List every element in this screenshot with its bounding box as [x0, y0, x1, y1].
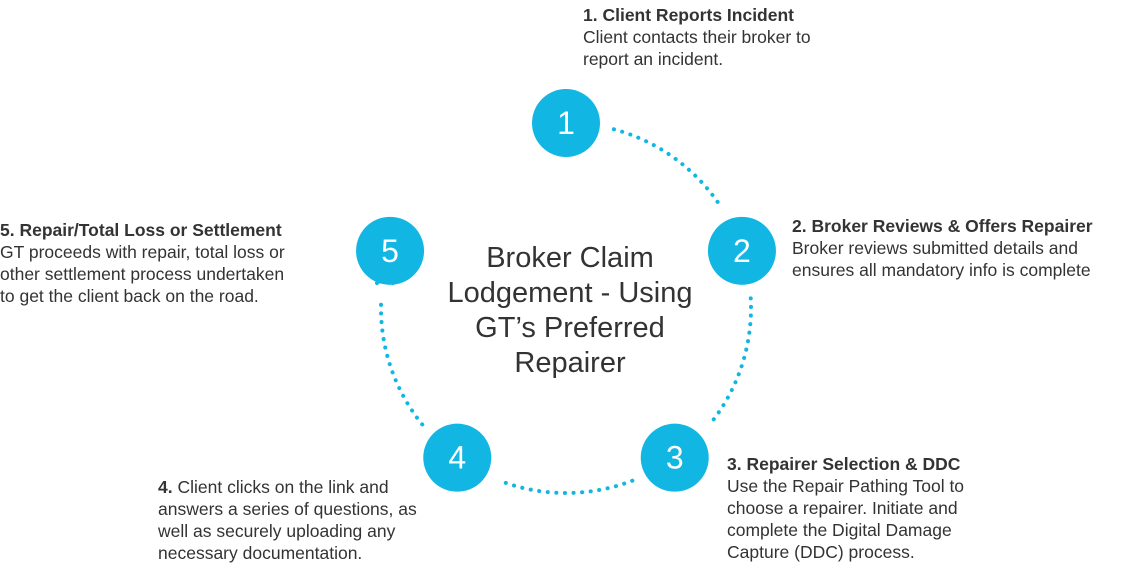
step-3-text: 3. Repairer Selection & DDC Use the Repa… [727, 453, 1017, 563]
step-3-number: 3 [666, 440, 684, 476]
step-2-circle [707, 216, 776, 285]
step-2-title: 2. Broker Reviews & Offers Repairer [792, 216, 1093, 236]
step-1-circle [532, 89, 600, 157]
step-2-text: 2. Broker Reviews & Offers Repairer Brok… [792, 215, 1143, 281]
step-1-description: Client contacts their broker to report a… [583, 27, 811, 69]
step-2-number: 2 [733, 233, 751, 269]
connector-1-to-2 [611, 127, 724, 210]
step-4-description: Client clicks on the link and answers a … [158, 477, 417, 563]
step-4-circle [423, 423, 492, 492]
step-3-description: Use the Repair Pathing Tool to choose a … [727, 476, 965, 562]
step-5-title: 5. Repair/Total Loss or Settlement [0, 220, 282, 240]
step-3-title: 3. Repairer Selection & DDC [727, 454, 961, 474]
step-5-circle [356, 216, 425, 285]
connector-4-to-5 [379, 296, 425, 427]
step-4-text: 4. Client clicks on the link and answers… [158, 476, 478, 564]
step-5-text: 5. Repair/Total Loss or Settlement GT pr… [0, 219, 345, 307]
step-2-description: Broker reviews submitted details and ens… [792, 238, 1091, 280]
dotted-connectors [379, 127, 753, 495]
step-3-circle [640, 423, 709, 492]
step-circles: 1 2 3 4 5 [356, 89, 776, 492]
step-5-number: 5 [381, 233, 399, 269]
diagram-title: Broker Claim Lodgement - Using GT’s Pref… [447, 242, 693, 379]
step-4-lead: 4. [158, 477, 173, 497]
connector-3-to-4 [497, 478, 635, 495]
step-4-number: 4 [448, 440, 466, 476]
step-1-title: 1. Client Reports Incident [583, 5, 794, 25]
step-1-text: 1. Client Reports Incident Client contac… [583, 4, 873, 70]
step-5-description: GT proceeds with repair, total loss or o… [0, 242, 285, 306]
step-1-number: 1 [557, 105, 575, 141]
connector-2-to-3 [707, 296, 753, 427]
